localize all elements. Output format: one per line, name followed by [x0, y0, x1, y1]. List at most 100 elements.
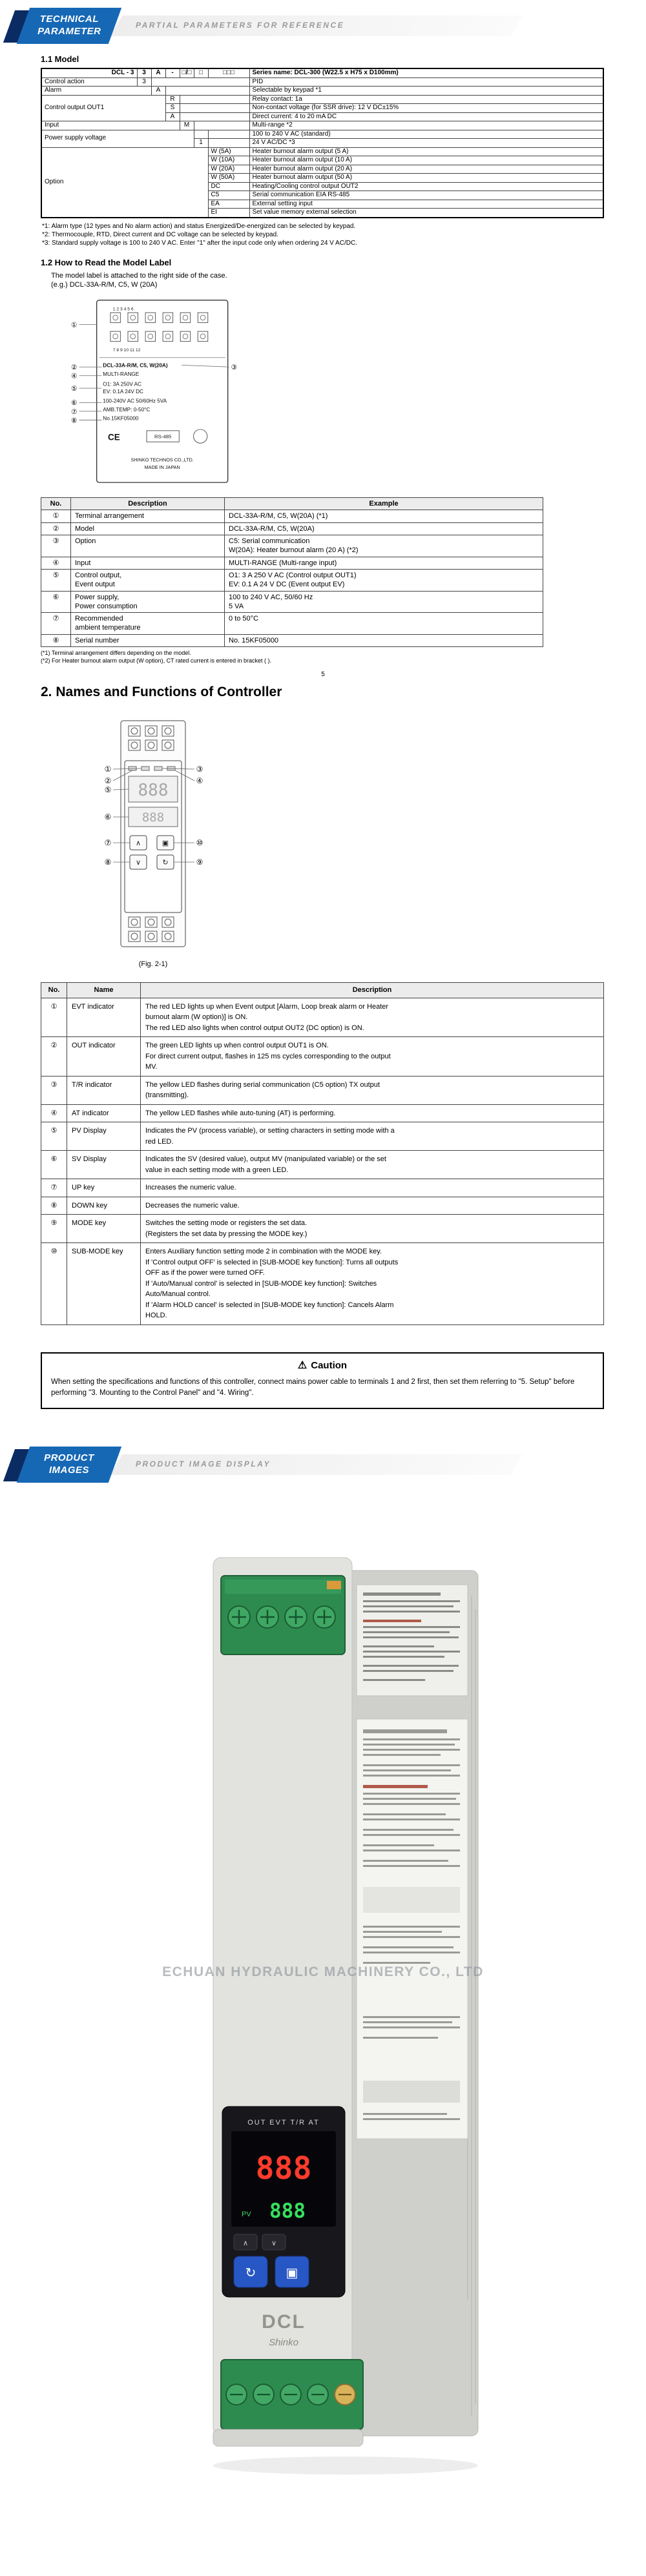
section-heading-model: 1.1 Model	[41, 54, 79, 64]
front-keys: ∧ ∨ ↻ ▣	[233, 2234, 309, 2288]
label-intro-2: (e.g.) DCL-33A-R/M, C5, W (20A)	[51, 281, 158, 289]
column-header: Name	[67, 982, 141, 998]
side-main-label-text-lines	[363, 1729, 460, 2121]
controller-figure: 888 888 ∧ ∨ ▣ ↻ ①	[105, 720, 203, 968]
callout-1: ①	[71, 322, 78, 329]
top-terminals	[128, 725, 174, 751]
cell-name: SUB-MODE key	[67, 1242, 141, 1325]
table-row: ⑤ PV Display Indicates the PV (process v…	[41, 1122, 604, 1151]
callout-3: ③	[231, 364, 238, 371]
series-name-cell: Series name: DCL-300 (W22.5 x H75 x D100…	[249, 68, 604, 78]
desc-cell: Heater burnout alarm output (50 A)	[249, 173, 604, 183]
table-row: DC Heating/Cooling control output OUT2	[41, 181, 604, 191]
caution-text: When setting the specifications and func…	[51, 1377, 575, 1397]
cell-desc: Increases the numeric value.	[140, 1179, 604, 1197]
label-serial-line: No.15KF05000	[103, 416, 139, 422]
model-prefix-cell: DCL - 3	[41, 68, 138, 78]
table-row: Control action 3 PID	[41, 77, 604, 87]
desc-cell: Set value memory external selection	[249, 208, 604, 218]
callout-7: ⑦	[71, 408, 78, 416]
label-input-line: MULTI-RANGE	[103, 371, 139, 377]
terminal-numbers-row1: 1 2 3 4 5 6	[113, 307, 134, 311]
code-cell: A	[151, 86, 166, 96]
cell-name: SV Display	[67, 1150, 141, 1180]
table-header-row: No. Description Example	[41, 497, 543, 511]
code-cell: C5	[207, 191, 250, 200]
column-header: No.	[41, 982, 67, 998]
cell-empty	[179, 112, 250, 121]
footnote: (*1) Terminal arrangement differs depend…	[41, 650, 191, 657]
cell-desc: The yellow LED flashes during serial com…	[140, 1075, 604, 1105]
cell-no: ⑦	[41, 1179, 67, 1197]
desc-cell: Heating/Cooling control output OUT2	[249, 181, 604, 191]
tr-indicator	[154, 766, 163, 771]
label-model-line: DCL-33A-R/M, C5, W(20A)	[103, 362, 168, 368]
desc-cell: Selectable by keypad *1	[249, 86, 604, 96]
cell-desc: The green LED lights up when control out…	[140, 1036, 604, 1077]
caution-box: ⚠Caution When setting the specifications…	[41, 1352, 604, 1410]
rs485-text: RS-485	[154, 434, 171, 440]
cell-desc: Terminal arrangement	[70, 510, 225, 523]
cell-desc: Recommended ambient temperature	[70, 612, 225, 635]
code-cell: A	[165, 112, 180, 121]
display-window	[231, 2131, 336, 2227]
table-header-row: No. Name Description	[41, 982, 604, 998]
callout-6: ⑥	[71, 399, 78, 407]
cell-desc: Indicates the SV (desired value), output…	[140, 1150, 604, 1180]
sv-display-digits: 888	[269, 2200, 306, 2223]
cell-desc: Serial number	[70, 634, 225, 648]
caution-title: Caution	[311, 1359, 348, 1371]
cell-name: MODE key	[67, 1214, 141, 1244]
row-label: Alarm	[41, 86, 152, 96]
cell-empty	[179, 94, 250, 104]
table-row: ③ Option C5: Serial communication W(20A)…	[41, 535, 543, 557]
cell-example: C5: Serial communication W(20A): Heater …	[224, 535, 543, 557]
desc-cell: Multi-range *2	[249, 121, 604, 130]
row-label: Power supply voltage	[41, 129, 194, 148]
banner-title-box: TECHNICAL PARAMETER	[16, 8, 122, 44]
cell-empty	[179, 103, 250, 113]
cell-no: ⑧	[41, 1196, 67, 1215]
cell-no: ①	[41, 510, 71, 523]
page-number: 5	[321, 671, 325, 679]
desc-cell: 24 V AC/DC *3	[249, 138, 604, 148]
desc-cell: PID	[249, 77, 604, 87]
product-photo-illustration: OUT EVT T/R AT 888 PV 888 ∧ ∨ ↻ ▣	[213, 1557, 479, 2475]
fig-callout-1: ①	[105, 765, 112, 774]
table-row: ⑩ SUB-MODE key Enters Auxiliary function…	[41, 1242, 604, 1325]
label-terminal-diagram: 1 2 3 4 5 6 7 8 9 10 11 12	[110, 307, 209, 353]
caution-title-row: ⚠Caution	[51, 1359, 594, 1372]
table-row: ① EVT indicator The red LED lights up wh…	[41, 997, 604, 1038]
cell-no: ②	[41, 1036, 67, 1077]
code-cell: M	[179, 121, 194, 130]
cell-empty	[207, 138, 250, 148]
column-header: Description	[70, 497, 225, 511]
product-shadow	[213, 2457, 478, 2475]
cell-no: ⑦	[41, 612, 71, 635]
desc-cell: Direct current: 4 to 20 mA DC	[249, 112, 604, 121]
cell-no: ④	[41, 556, 71, 570]
technical-parameter-banner: TECHNICAL PARAMETER PARTIAL PARAMETERS F…	[0, 8, 646, 44]
bottom-terminals	[128, 916, 174, 942]
label-output-line2: EV: 0.1A 24V DC	[103, 389, 143, 395]
code-cell: A	[151, 68, 166, 78]
table-row: EI Set value memory external selection	[41, 208, 604, 218]
table-row: DCL - 3 3 A - □/□ □ □□□ Series name: DCL…	[41, 68, 604, 78]
desc-cell: 100 to 240 V AC (standard)	[249, 129, 604, 139]
sub-mode-key-glyph: ▣	[286, 2266, 298, 2280]
cell-example: O1: 3 A 250 V AC (Control output OUT1) E…	[224, 568, 543, 592]
bottom-terminal-block	[220, 2359, 364, 2431]
cell-no: ⑨	[41, 1214, 67, 1244]
table-row: ⑥ SV Display Indicates the SV (desired v…	[41, 1150, 604, 1180]
cell-name: AT indicator	[67, 1104, 141, 1123]
mode-key-glyph: ↻	[245, 2266, 256, 2280]
cell-no: ⑥	[41, 1150, 67, 1180]
table-row: ③ T/R indicator The yellow LED flashes d…	[41, 1075, 604, 1105]
code-cell: -	[165, 68, 180, 78]
cell-no: ②	[41, 522, 71, 536]
cell-no: ⑧	[41, 634, 71, 648]
up-key-glyph: ∧	[136, 840, 141, 847]
mode-key-glyph: ↻	[162, 859, 168, 867]
up-key	[233, 2234, 258, 2251]
